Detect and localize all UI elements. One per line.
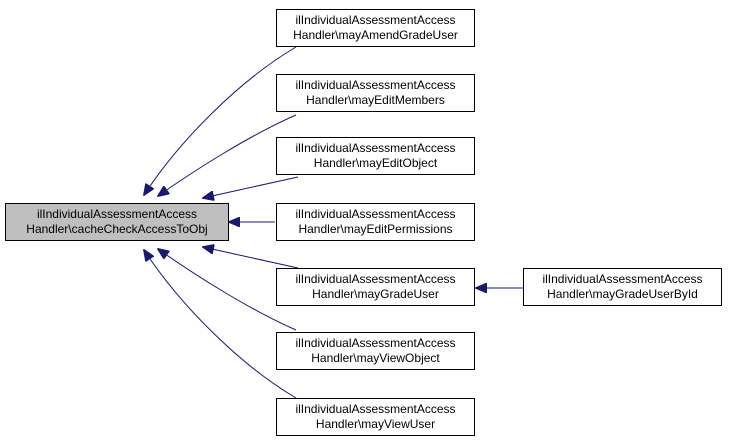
node-mayAmendGradeUser[interactable]: ilIndividualAssessmentAccess Handler\may… xyxy=(276,9,475,47)
edge-mayAmendGradeUser-to-cacheCheckAccessToObj xyxy=(144,46,297,195)
node-line1: ilIndividualAssessmentAccess xyxy=(295,402,456,416)
node-line2: Handler\mayViewObject xyxy=(311,351,440,365)
node-line1: ilIndividualAssessmentAccess xyxy=(36,207,198,221)
edge-mayGradeUser-to-cacheCheckAccessToObj xyxy=(203,247,299,269)
node-line2: Handler\mayEditMembers xyxy=(306,93,445,107)
node-line1: ilIndividualAssessmentAccess xyxy=(295,207,456,221)
node-line1: ilIndividualAssessmentAccess xyxy=(542,272,703,286)
node-line2: Handler\mayEditPermissions xyxy=(298,222,453,236)
edge-mayViewUser-to-cacheCheckAccessToObj xyxy=(144,250,297,399)
edge-mayViewObject-to-cacheCheckAccessToObj xyxy=(158,249,297,331)
node-mayViewObject[interactable]: ilIndividualAssessmentAccess Handler\may… xyxy=(276,332,475,370)
node-line2: Handler\mayGradeUserById xyxy=(547,287,698,301)
node-line2: Handler\mayViewUser xyxy=(315,417,436,431)
node-line2: Handler\cacheCheckAccessToObj xyxy=(26,222,208,236)
node-line2: Handler\mayGradeUser xyxy=(312,287,439,301)
node-line2: Handler\mayAmendGradeUser xyxy=(293,28,458,42)
node-cacheCheckAccessToObj: ilIndividualAssessmentAccess Handler\cac… xyxy=(5,203,229,241)
node-line1: ilIndividualAssessmentAccess xyxy=(295,78,456,92)
node-mayEditPermissions[interactable]: ilIndividualAssessmentAccess Handler\may… xyxy=(276,203,475,241)
node-line1: ilIndividualAssessmentAccess xyxy=(295,336,456,350)
node-mayGradeUser[interactable]: ilIndividualAssessmentAccess Handler\may… xyxy=(276,268,475,306)
node-line1: ilIndividualAssessmentAccess xyxy=(295,141,456,155)
node-mayEditObject[interactable]: ilIndividualAssessmentAccess Handler\may… xyxy=(276,137,475,175)
edge-mayEditObject-to-cacheCheckAccessToObj xyxy=(203,176,299,198)
node-mayGradeUserById[interactable]: ilIndividualAssessmentAccess Handler\may… xyxy=(523,268,722,306)
node-line2: Handler\mayEditObject xyxy=(313,156,438,170)
node-mayEditMembers[interactable]: ilIndividualAssessmentAccess Handler\may… xyxy=(276,74,475,112)
node-mayViewUser[interactable]: ilIndividualAssessmentAccess Handler\may… xyxy=(276,398,475,436)
node-line1: ilIndividualAssessmentAccess xyxy=(295,13,456,27)
node-line1: ilIndividualAssessmentAccess xyxy=(295,272,456,286)
edge-mayEditMembers-to-cacheCheckAccessToObj xyxy=(158,114,297,196)
